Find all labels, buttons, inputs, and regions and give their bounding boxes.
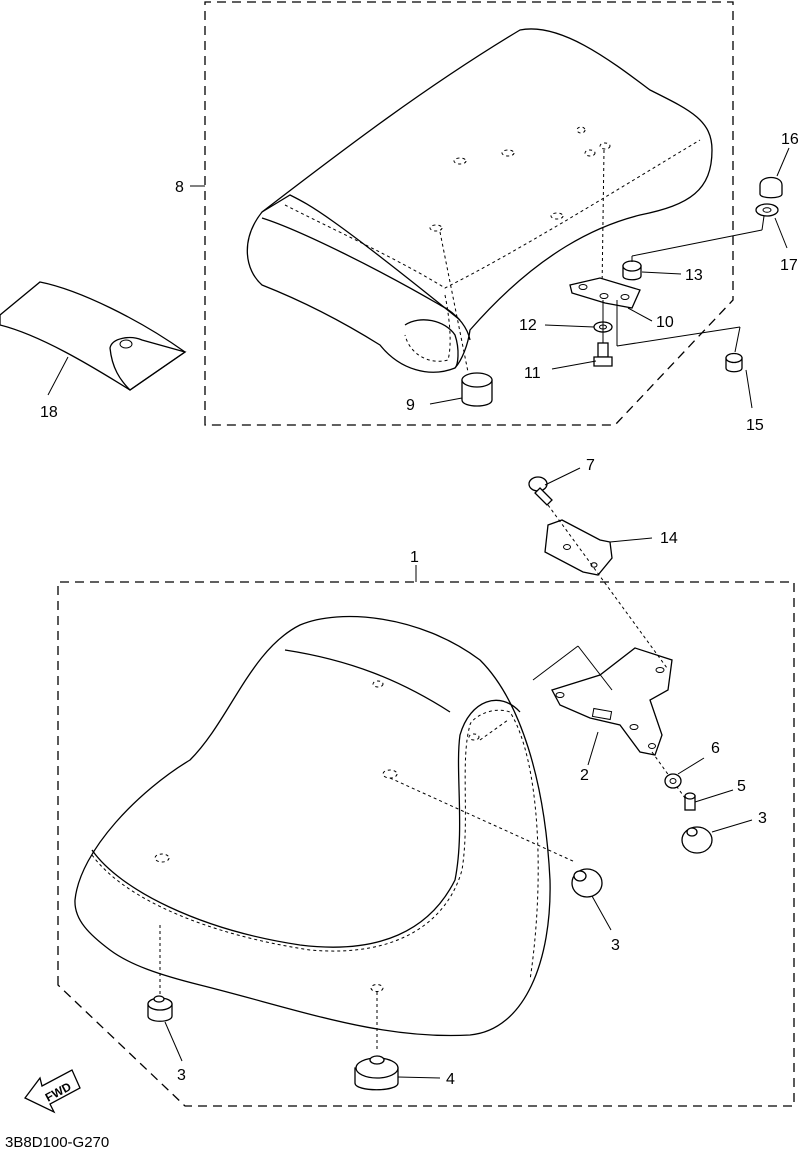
acorn-nut-16	[759, 176, 783, 199]
callout-9: 9	[406, 397, 415, 414]
bolt-7	[528, 476, 553, 506]
callout-2: 2	[580, 767, 589, 784]
rear-seat	[246, 28, 713, 373]
washer-6	[664, 773, 682, 789]
bolt-5	[684, 792, 696, 811]
damper-3-center	[571, 868, 603, 898]
callout-3-right: 3	[758, 810, 767, 827]
diagram-code: 3B8D100-G270	[5, 1134, 109, 1151]
front-seat	[74, 615, 576, 1050]
callout-14: 14	[660, 530, 678, 547]
damper-4	[354, 1055, 399, 1091]
front-seat-group-box	[57, 581, 795, 1107]
callout-7: 7	[586, 457, 595, 474]
damper-3-right	[681, 826, 713, 854]
seat-cover	[0, 281, 187, 391]
callout-13: 13	[685, 267, 703, 284]
rear-bracket-bolt	[593, 342, 613, 367]
front-seat-bracket	[532, 645, 673, 756]
callout-1: 1	[410, 549, 419, 566]
rear-bracket-nut	[622, 260, 642, 281]
callout-12: 12	[519, 317, 537, 334]
callout-11: 11	[524, 365, 541, 382]
rear-seat-damper	[461, 372, 493, 407]
damper-3-left	[147, 995, 173, 1022]
callout-15: 15	[746, 417, 764, 434]
callout-4: 4	[446, 1071, 455, 1088]
callout-17: 17	[780, 257, 798, 274]
rear-seat-group-box	[204, 1, 734, 426]
callout-18: 18	[40, 404, 58, 421]
fwd-arrow-icon	[24, 1069, 81, 1114]
callout-3-center: 3	[611, 937, 620, 954]
callout-5: 5	[737, 778, 746, 795]
hook-bracket	[544, 519, 613, 576]
callout-10: 10	[656, 314, 674, 331]
washer-17	[755, 203, 779, 217]
callout-3-left: 3	[177, 1067, 186, 1084]
leader-lines	[47, 147, 790, 1079]
rear-nut-15	[725, 352, 743, 373]
callout-16: 16	[781, 131, 799, 148]
callout-6: 6	[711, 740, 720, 757]
rear-seat-bracket	[569, 277, 641, 309]
callout-8: 8	[175, 179, 184, 196]
